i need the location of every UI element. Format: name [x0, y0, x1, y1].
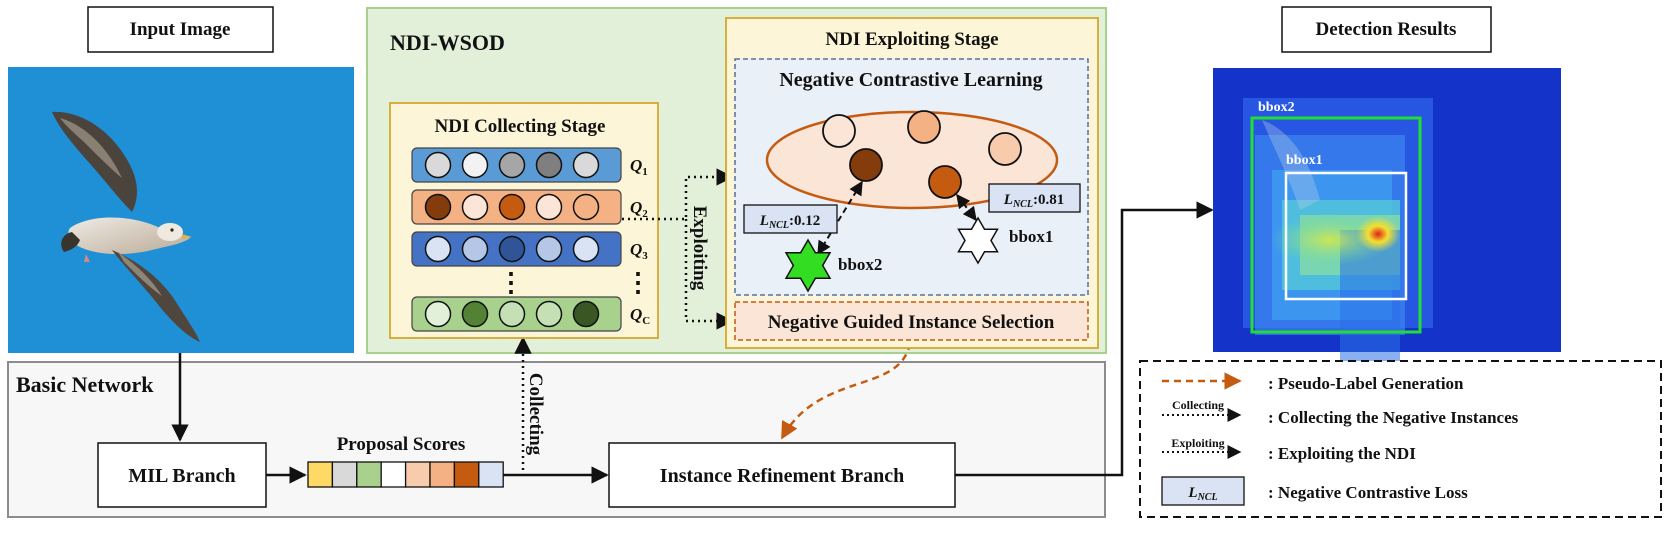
white-detection-box — [1284, 171, 1408, 301]
queue-3-instance-1 — [424, 235, 452, 263]
queue-dots-middle: ⋮ — [498, 268, 524, 297]
queue-dots-label: ⋮ — [625, 268, 651, 297]
proposal-score-cell-2 — [331, 461, 358, 488]
collecting-stage-title: NDI Collecting Stage — [435, 116, 606, 137]
queue-1-instance-5 — [572, 151, 600, 179]
negative-circle-4 — [849, 148, 883, 182]
input-image-title: Input Image — [130, 19, 231, 40]
negative-circle-2 — [907, 110, 941, 144]
legend-collecting-small: Collecting — [1172, 398, 1224, 412]
proposal-scores-title: Proposal Scores — [337, 434, 466, 455]
queue-1-instance-1 — [424, 151, 452, 179]
bbox1-contrast-line — [956, 193, 977, 222]
proposal-score-cell-8 — [478, 461, 504, 488]
detection-results-title: Detection Results — [1316, 19, 1457, 40]
pseudo-label-arrow — [780, 342, 912, 440]
queue-label-3: Q3 — [630, 240, 648, 262]
queue-3-instance-4 — [535, 235, 563, 263]
collecting-label: Collecting — [525, 373, 546, 456]
queue-4-instance-1 — [424, 300, 452, 328]
detection-title-box — [1281, 6, 1492, 53]
legend-pseudo-label: : Pseudo-Label Generation — [1268, 374, 1464, 393]
ncl-title: Negative Contrastive Learning — [779, 69, 1042, 91]
loss-label-bbox2: LNCL:0.12 — [759, 213, 820, 231]
queue-4-instance-2 — [461, 300, 489, 328]
exploiting-stage-title: NDI Exploiting Stage — [825, 29, 998, 50]
ngis-box — [734, 301, 1089, 341]
detection-heatmap-image: bbox2 bbox1 — [1213, 68, 1561, 380]
proposal-score-cell-6 — [429, 461, 456, 488]
input-image — [8, 67, 354, 353]
instance-refinement-branch-box — [608, 442, 956, 508]
negative-circle-1 — [822, 114, 856, 148]
negative-circle-5 — [928, 165, 962, 199]
queue-2-instance-4 — [535, 193, 563, 221]
green-detection-box — [1250, 116, 1422, 334]
queue-2-instance-3 — [498, 193, 526, 221]
queue-4-instance-3 — [498, 300, 526, 328]
mil-branch-box — [97, 442, 267, 508]
proposal-score-cell-5 — [404, 461, 431, 488]
legend-collecting-label: : Collecting the Negative Instances — [1268, 408, 1519, 427]
mil-branch-label: MIL Branch — [128, 465, 235, 487]
exploiting-arrow-top — [622, 168, 734, 221]
ngis-title: Negative Guided Instance Selection — [768, 312, 1055, 333]
queue-4-instance-4 — [535, 300, 563, 328]
proposal-scores-bar — [307, 461, 504, 488]
queue-2-instance-2 — [461, 193, 489, 221]
queue-3-instance-2 — [461, 235, 489, 263]
input-image-title-box — [87, 6, 274, 53]
queue-1-instance-4 — [535, 151, 563, 179]
proposal-score-cell-7 — [453, 461, 480, 488]
queue-1-instance-2 — [461, 151, 489, 179]
queue-3-instance-3 — [498, 235, 526, 263]
ndi-wsod-title: NDI-WSOD — [390, 30, 505, 55]
queue-2-instance-1 — [424, 193, 452, 221]
detection-bbox2-label: bbox2 — [1258, 100, 1295, 115]
queue-label-2: Q2 — [630, 198, 648, 220]
queue-4-instance-5 — [572, 300, 600, 328]
legend-ncl-key-label: LNCL — [1187, 485, 1217, 503]
exploiting-label: Exploiting — [689, 206, 710, 291]
bbox1-label: bbox1 — [1009, 227, 1053, 246]
bbox2-contrast-line — [817, 180, 863, 256]
proposal-score-cell-1 — [307, 461, 334, 488]
legend-ncl-label: : Negative Contrastive Loss — [1268, 483, 1468, 502]
loss-box-bbox1 — [988, 183, 1081, 213]
queue-label-1: Q1 — [630, 156, 648, 178]
irb-to-detection-arrow — [955, 201, 1214, 477]
basic-network-title: Basic Network — [16, 372, 154, 397]
detection-bbox1-label: bbox1 — [1286, 153, 1323, 168]
bbox2-label: bbox2 — [838, 255, 882, 274]
proposal-score-cell-3 — [356, 461, 382, 488]
negative-circle-3 — [988, 132, 1022, 166]
legend-exploiting-small: Exploiting — [1171, 436, 1224, 450]
legend-exploiting-label: : Exploiting the NDI — [1268, 444, 1416, 463]
loss-label-bbox1: LNCL:0.81 — [1003, 192, 1064, 210]
loss-box-bbox2 — [743, 204, 838, 234]
queue-1-instance-3 — [498, 151, 526, 179]
queue-3-instance-5 — [572, 235, 600, 263]
seagull-illustration — [52, 111, 200, 342]
exploiting-arrow-bottom — [684, 219, 734, 330]
proposal-score-cell-4 — [380, 461, 407, 488]
queue-2-instance-5 — [572, 193, 600, 221]
bbox2-star-icon — [784, 238, 832, 293]
bbox1-star-icon — [957, 216, 999, 265]
queue-label-4: QC — [630, 305, 650, 327]
legend-ncl-key — [1161, 476, 1245, 506]
instance-refinement-branch-label: Instance Refinement Branch — [660, 465, 904, 487]
